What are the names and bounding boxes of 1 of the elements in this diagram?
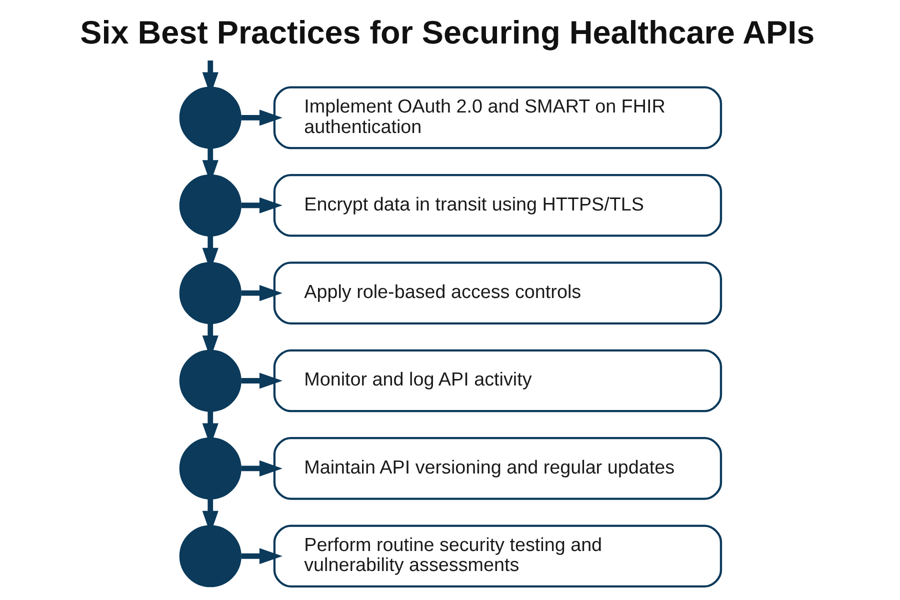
diagram-title: Six Best Practices for Securing Healthcare APIs [80,14,814,50]
